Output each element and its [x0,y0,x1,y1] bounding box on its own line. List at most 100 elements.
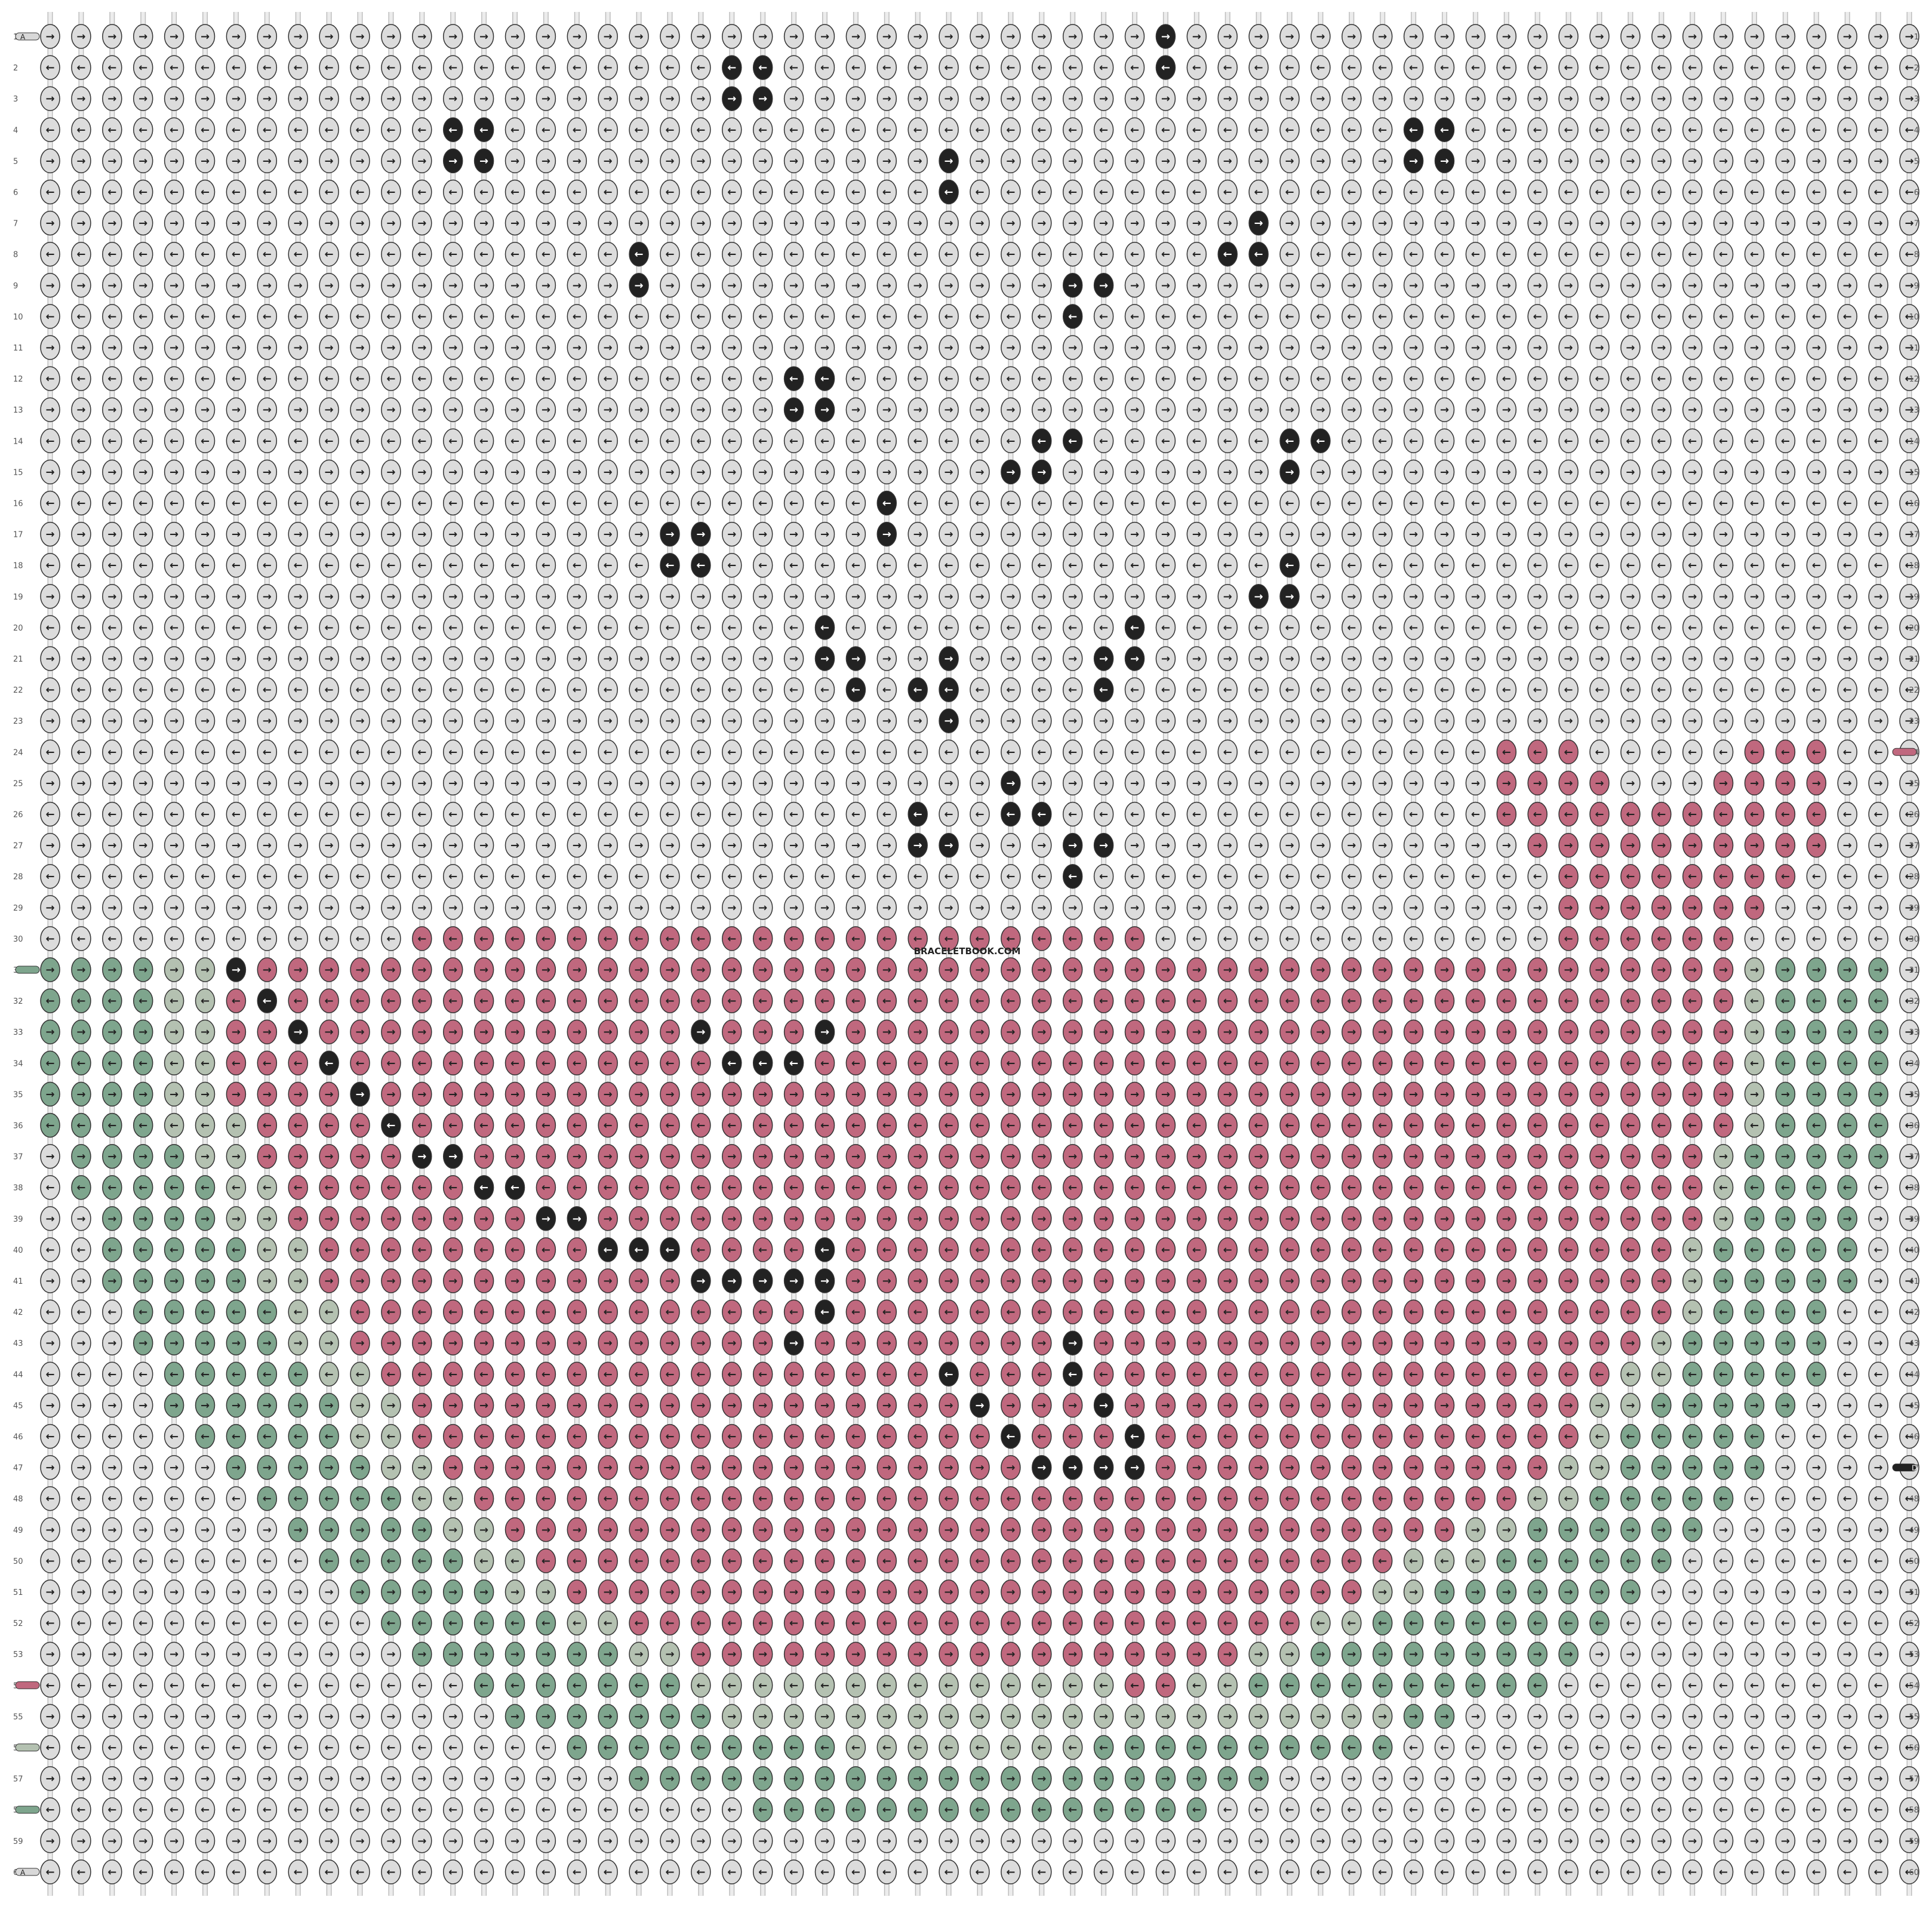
knot-background: ← [1186,117,1207,143]
knot-background: → [71,210,91,236]
knot-direction-icon: → [1347,217,1356,230]
knot-direction-icon: ← [635,684,644,696]
knot-direction-icon: ← [1843,746,1852,758]
knot-background: ← [722,863,742,889]
knot-direction-icon: ← [1812,62,1821,74]
knot-direction-icon: ← [604,871,613,883]
knot-background: ← [102,863,122,889]
knot-background: → [1465,273,1486,298]
knot-direction-icon: ← [45,622,54,634]
knot-direction-icon: ← [201,622,210,634]
knot-direction-icon: ← [263,1057,272,1069]
knot-direction-icon: → [727,217,736,230]
knot-direction-icon: → [1254,279,1263,292]
knot-direction-icon: ← [851,684,860,696]
knot-direction-icon: ← [510,186,519,199]
knot-direction-icon: ← [1068,497,1077,510]
knot-background: ← [381,55,401,80]
knot-pink: → [1001,1081,1021,1107]
knot-background: ← [473,55,494,80]
knot-direction-icon: → [355,1151,364,1163]
knot-direction-icon: → [1254,777,1263,789]
knot-direction-icon: ← [975,995,984,1007]
knot-pink: → [1806,832,1827,858]
knot-direction-icon: → [635,1213,644,1225]
knot-pink: ← [1682,801,1703,827]
knot-background: ← [1342,241,1362,267]
knot-direction-icon: ← [604,933,613,945]
knot-background: ← [1062,117,1083,143]
knot-background: ← [1279,117,1300,143]
knot-background: → [939,770,959,796]
knot-background: → [71,335,91,360]
knot-direction-icon: → [1719,93,1728,105]
knot-background: → [226,895,247,920]
knot-background: ← [783,552,804,578]
knot-direction-icon: → [1595,1213,1604,1225]
knot-background: → [1558,397,1579,422]
knot-direction-icon: → [1905,653,1913,665]
knot-direction-icon: → [1254,466,1263,478]
knot-background: ← [1186,241,1207,267]
knot-pink: → [1310,1143,1331,1169]
knot-background: → [660,832,680,858]
knot-direction-icon: ← [1006,497,1015,510]
knot-black: → [1093,832,1114,858]
knot-pink: ← [1775,801,1796,827]
knot-background: → [1124,708,1145,733]
knot-direction-icon: ← [479,684,488,696]
knot-direction-icon: ← [1068,684,1077,696]
knot-direction-icon: → [294,279,303,292]
knot-background: ← [102,241,122,267]
knot-background: ← [504,801,525,827]
knot-direction-icon: ← [1812,622,1821,634]
knot-pink: → [598,957,618,982]
knot-direction-icon: ← [386,186,395,199]
knot-background: ← [350,241,370,267]
knot-direction-icon: → [294,1088,303,1100]
knot-background: → [1775,273,1796,298]
knot-background: → [412,770,432,796]
knot-direction-icon: ← [1099,871,1108,883]
knot-background: ← [598,366,618,391]
knot-direction-icon: ← [542,311,550,323]
knot-direction-icon: ← [727,373,736,385]
knot-background: → [1186,148,1207,174]
knot-pink: ← [1682,1175,1703,1200]
knot-background: ← [381,552,401,578]
knot-direction-icon: → [1223,1151,1232,1163]
knot-background: ← [102,615,122,640]
knot-background: → [691,584,711,609]
knot-direction-icon: ← [696,1120,705,1132]
knot-direction-icon: → [1843,653,1852,665]
knot-background: → [1032,210,1052,236]
knot-direction-icon: → [1781,279,1790,292]
knot-direction-icon: ← [635,1182,644,1194]
knot-direction-icon: → [1440,466,1449,478]
knot-direction-icon: → [1719,840,1728,852]
knot-background: ← [1403,304,1424,329]
knot-direction-icon: → [1595,93,1604,105]
knot-pink: ← [1620,1175,1641,1200]
knot-green: ← [1806,1112,1827,1138]
knot-direction-icon: → [1068,777,1077,789]
knot-direction-icon: → [1006,466,1015,478]
knot-direction-icon: → [1781,217,1790,230]
knot-background: ← [1032,490,1052,516]
knot-sage: → [195,957,216,982]
knot-direction-icon: ← [1254,1244,1263,1256]
knot-direction-icon: ← [1657,1244,1666,1256]
knot-background: → [1342,210,1362,236]
knot-background: ← [319,863,339,889]
knot-direction-icon: ← [1502,1182,1511,1194]
knot-direction-icon: → [975,840,984,852]
knot-background: ← [660,179,680,205]
knot-pink: ← [845,1175,866,1200]
knot-pink: ← [504,1237,525,1262]
knot-background: ← [1496,863,1517,889]
knot-direction-icon: ← [1874,248,1883,261]
knot-direction-icon: → [1440,840,1449,852]
knot-direction-icon: ← [45,684,54,696]
knot-direction-icon: ← [1223,622,1232,634]
knot-background: ← [1651,677,1672,702]
